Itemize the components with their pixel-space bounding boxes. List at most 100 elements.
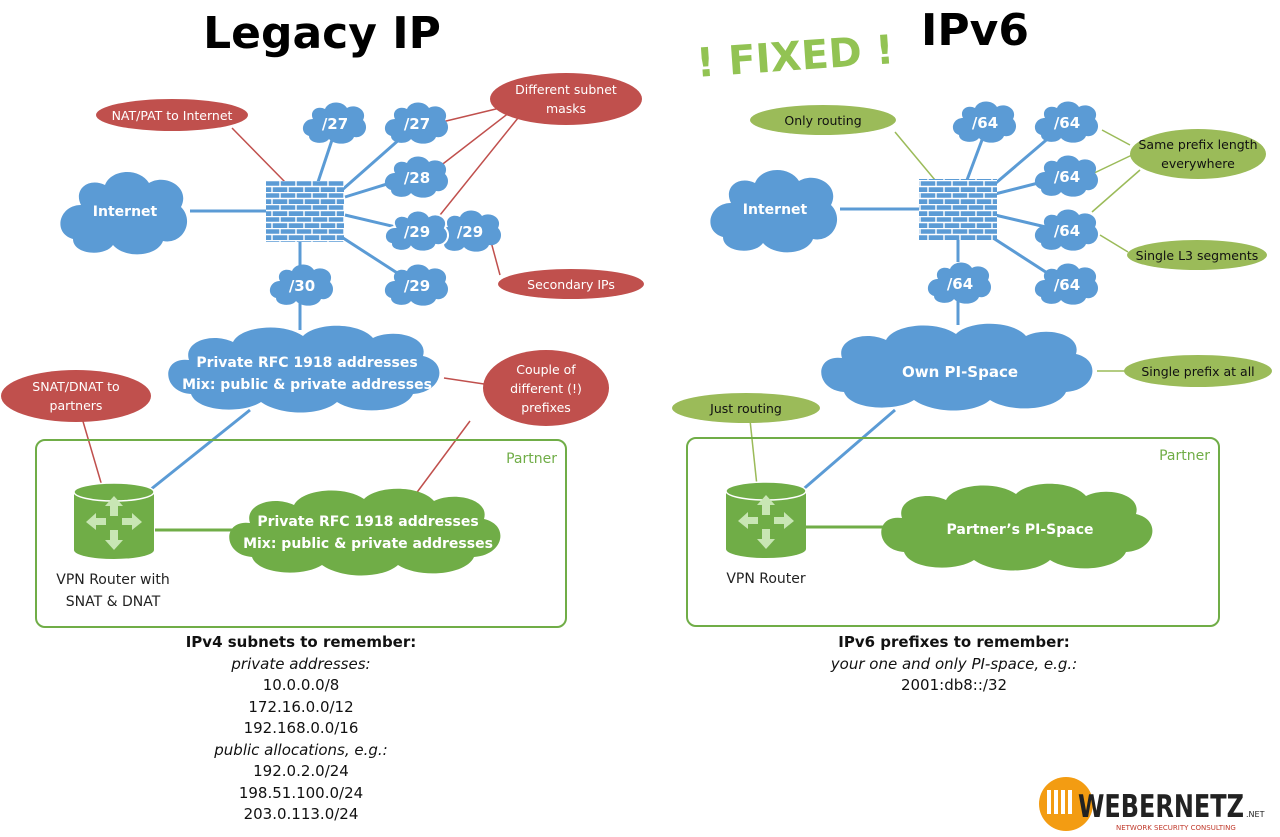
svg-text:Private RFC 1918 addresses: Private RFC 1918 addresses	[196, 355, 417, 371]
ipv6-notes-prefix: 2001:db8::/32	[900, 676, 1008, 694]
subnet-cloud-29-b: /29	[437, 210, 502, 252]
logo-tagline: NETWORK SECURITY CONSULTING	[1116, 824, 1236, 832]
legacy-title: Legacy IP	[203, 8, 441, 59]
subnet-cloud-30: /30	[269, 264, 334, 306]
svg-text:Single L3 segments: Single L3 segments	[1136, 248, 1259, 263]
ipv6-callout-links	[749, 129, 1141, 487]
ipv4-public-item: 198.51.100.0/24	[238, 783, 364, 802]
prefix-cloud-64-d: /64	[1034, 209, 1099, 251]
subnet-cloud-27-a: /27	[302, 102, 367, 144]
svg-text:Own PI-Space: Own PI-Space	[902, 363, 1018, 381]
svg-text:Same prefix length: Same prefix length	[1138, 137, 1257, 152]
svg-text:/27: /27	[404, 115, 430, 133]
ipv6-router-label: VPN Router	[726, 571, 806, 587]
ipv4-public-heading: public allocations, e.g.:	[214, 740, 388, 759]
subnet-cloud-29-c: /29	[384, 264, 449, 306]
svg-text:masks: masks	[546, 101, 586, 116]
prefix-cloud-64-f: /64	[927, 262, 992, 304]
subnet-cloud-27-b: /27	[384, 102, 449, 144]
private-rfc1918-cloud: Private RFC 1918 addresses Mix: public &…	[168, 325, 440, 413]
ipv4-private-item: 10.0.0.0/8	[262, 676, 340, 694]
svg-text:Mix: public & private addresse: Mix: public & private addresses	[243, 536, 493, 552]
svg-text:/28: /28	[404, 169, 430, 187]
svg-text:prefixes: prefixes	[521, 400, 571, 415]
ipv4-notes-heading: IPv4 subnets to remember:	[185, 633, 417, 651]
callout-different-prefixes: Couple of different (!) prefixes	[483, 350, 609, 426]
callout-single-prefix: Single prefix at all	[1124, 355, 1272, 387]
legacy-callout-links	[81, 107, 519, 496]
svg-text:/64: /64	[1054, 222, 1080, 240]
svg-text:/27: /27	[322, 115, 348, 133]
prefix-cloud-64-c: /64	[1034, 155, 1099, 197]
svg-text:/64: /64	[1054, 168, 1080, 186]
callout-snat-dnat: SNAT/DNAT to partners	[1, 370, 151, 422]
svg-text:Single prefix at all: Single prefix at all	[1141, 364, 1254, 379]
ipv6-internet-cloud: Internet	[710, 169, 838, 253]
ipv6-partner-box: Partner	[686, 437, 1220, 627]
legacy-partner-box: Partner	[35, 439, 567, 628]
svg-text:Internet: Internet	[743, 202, 808, 218]
legacy-vpn-router-icon	[73, 482, 155, 559]
ipv4-notes: IPv4 subnets to remember: private addres…	[170, 632, 432, 826]
svg-text:different (!): different (!)	[510, 381, 582, 396]
ipv4-private-item: 192.168.0.0/16	[243, 719, 359, 737]
svg-text:Private RFC 1918 addresses: Private RFC 1918 addresses	[257, 514, 478, 530]
partner-pi-space-cloud: Partner’s PI-Space	[881, 483, 1153, 571]
ipv4-public-item: 192.0.2.0/24	[253, 762, 349, 780]
ipv6-notes-sub: your one and only PI-space, e.g.:	[830, 654, 1078, 673]
svg-text:/64: /64	[1054, 276, 1080, 294]
subnet-cloud-29-a: /29	[383, 209, 449, 253]
callout-secondary-ips: Secondary IPs	[498, 269, 644, 299]
internet-cloud: Internet	[60, 171, 188, 255]
svg-text:Mix: public & private addresse: Mix: public & private addresses	[182, 377, 432, 393]
svg-text:/64: /64	[947, 275, 973, 293]
ipv4-public-item: 203.0.113.0/24	[243, 805, 359, 823]
legacy-router-label-1: VPN Router with	[56, 572, 170, 588]
svg-text:/29: /29	[404, 223, 430, 241]
svg-text:Partner: Partner	[506, 451, 557, 467]
svg-text:/29: /29	[457, 223, 483, 241]
svg-text:partners: partners	[50, 398, 103, 413]
ipv6-title: IPv6	[921, 5, 1029, 56]
webernetz-logo: WEBERNETZ .NET NETWORK SECURITY CONSULTI…	[1039, 777, 1265, 832]
svg-text:Secondary IPs: Secondary IPs	[527, 277, 615, 292]
svg-text:/64: /64	[1054, 114, 1080, 132]
callout-same-prefix-length: Same prefix length everywhere	[1130, 129, 1266, 179]
prefix-cloud-64-a: /64	[952, 101, 1017, 143]
svg-text:/64: /64	[972, 114, 998, 132]
logo-name: WEBERNETZ	[1078, 789, 1244, 825]
legacy-firewall-icon	[266, 181, 344, 242]
svg-text:/30: /30	[289, 277, 315, 295]
svg-text:/29: /29	[404, 277, 430, 295]
ipv6-notes-heading: IPv6 prefixes to remember:	[838, 633, 1070, 651]
callout-only-routing: Only routing	[750, 105, 896, 135]
subnet-cloud-28: /28	[384, 156, 449, 198]
svg-text:SNAT/DNAT to: SNAT/DNAT to	[32, 379, 119, 394]
svg-text:Internet: Internet	[93, 204, 158, 220]
ipv4-private-item: 172.16.0.0/12	[248, 697, 354, 716]
svg-text:everywhere: everywhere	[1161, 156, 1235, 171]
ipv4-private-heading: private addresses:	[231, 654, 371, 673]
ipv6-firewall-icon	[919, 179, 997, 240]
ipv6-links	[799, 128, 1059, 494]
svg-text:Different subnet: Different subnet	[515, 82, 617, 97]
svg-text:Partner’s PI-Space: Partner’s PI-Space	[946, 522, 1093, 538]
svg-text:Partner: Partner	[1159, 448, 1210, 464]
prefix-cloud-64-b: /64	[1034, 101, 1099, 143]
legacy-partner-cloud: Private RFC 1918 addresses Mix: public &…	[229, 488, 501, 576]
ipv6-vpn-router-icon	[725, 481, 807, 558]
svg-text:NAT/PAT to Internet: NAT/PAT to Internet	[112, 108, 233, 123]
logo-suffix: .NET	[1246, 810, 1265, 819]
svg-text:Only routing: Only routing	[784, 113, 861, 128]
callout-single-l3-segments: Single L3 segments	[1127, 240, 1267, 270]
callout-nat-pat: NAT/PAT to Internet	[96, 99, 248, 131]
callout-just-routing: Just routing	[672, 393, 820, 423]
callout-different-subnet-masks: Different subnet masks	[490, 73, 642, 125]
legacy-router-label-2: SNAT & DNAT	[66, 594, 161, 610]
ipv6-notes: IPv6 prefixes to remember: your one and …	[800, 632, 1108, 697]
svg-text:Just routing: Just routing	[709, 401, 782, 416]
fixed-label: ! FIXED !	[695, 27, 896, 87]
prefix-cloud-64-e: /64	[1034, 263, 1099, 305]
own-pi-space-cloud: Own PI-Space	[821, 323, 1093, 411]
